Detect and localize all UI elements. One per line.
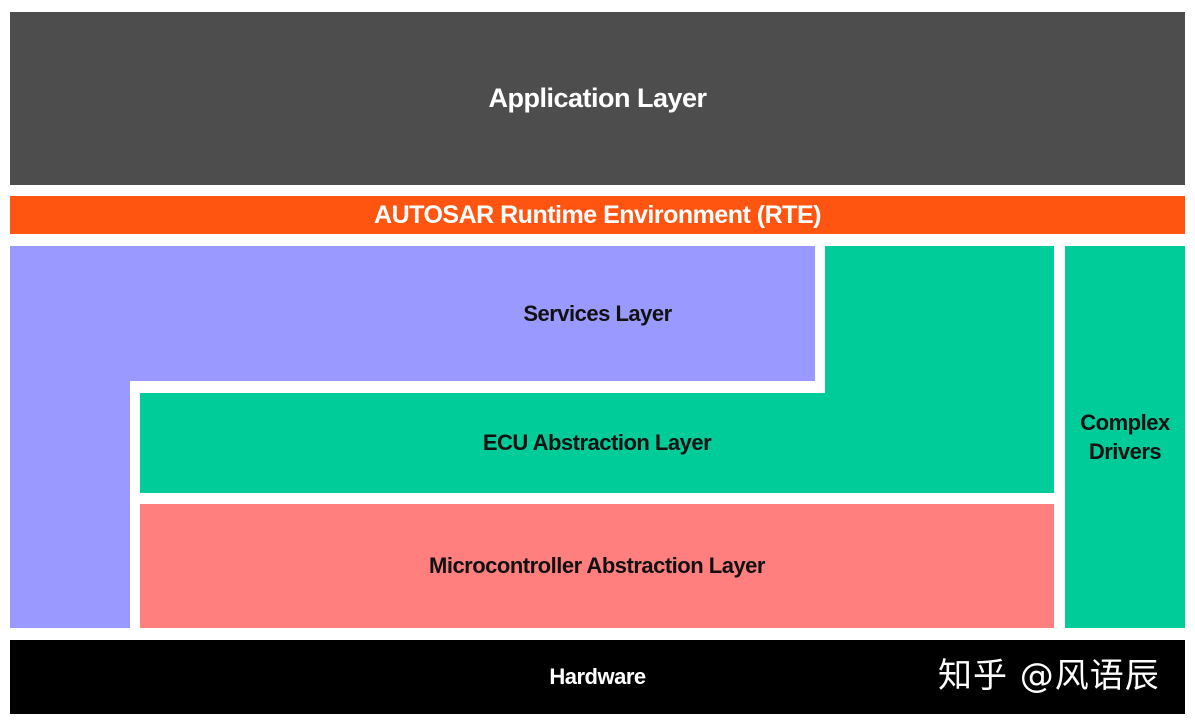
ecu-abstraction-layer: ECU Abstraction Layer <box>140 393 1054 493</box>
hardware-layer: Hardware <box>10 640 1185 714</box>
watermark: 知乎 @风语辰 <box>938 656 1160 696</box>
application-layer-label: Application Layer <box>488 83 707 113</box>
microcontroller-abstraction-layer: Microcontroller Abstraction Layer <box>140 504 1054 628</box>
microcontroller-abstraction-layer-label: Microcontroller Abstraction Layer <box>429 553 765 578</box>
ecu-abstraction-layer-extension <box>825 246 1054 394</box>
application-layer: Application Layer <box>10 12 1185 185</box>
rte-layer: AUTOSAR Runtime Environment (RTE) <box>10 196 1185 234</box>
hardware-label: Hardware <box>549 664 646 689</box>
ecu-abstraction-layer-label: ECU Abstraction Layer <box>482 430 712 455</box>
complex-drivers-label: Complex Drivers <box>1080 410 1170 464</box>
rte-layer-label: AUTOSAR Runtime Environment (RTE) <box>374 200 821 229</box>
services-layer-label: Services Layer <box>523 300 672 326</box>
services-layer: Services Layer <box>10 246 815 381</box>
services-layer-extension <box>10 380 130 628</box>
complex-drivers-layer: Complex Drivers <box>1065 246 1185 628</box>
